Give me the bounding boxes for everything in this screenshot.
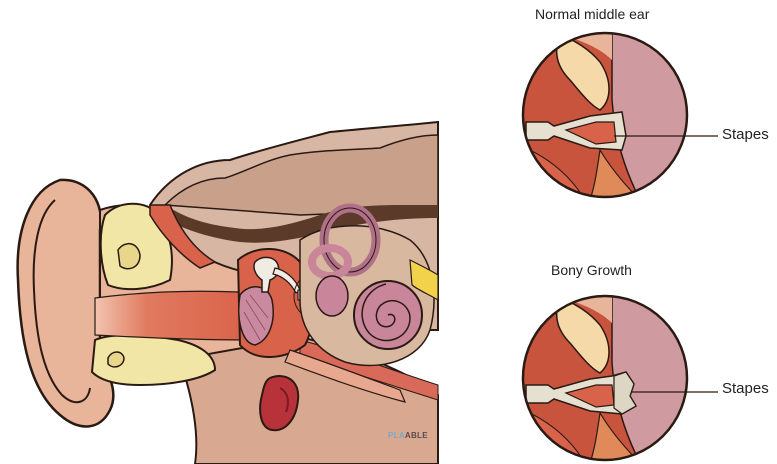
stapes-label-bottom: Stapes xyxy=(722,380,769,397)
bony-growth-title: Bony Growth xyxy=(551,262,632,278)
stapes-label-top: Stapes xyxy=(722,126,769,143)
cartilage-lower-hole xyxy=(108,352,124,367)
watermark: PLAABLE xyxy=(388,431,428,440)
cartilage-upper-hole xyxy=(118,244,140,269)
ear-canal xyxy=(95,291,245,340)
normal-middle-ear-title: Normal middle ear xyxy=(535,6,649,22)
vestibule xyxy=(316,276,348,316)
ear-cross-section-illustration xyxy=(0,0,460,464)
